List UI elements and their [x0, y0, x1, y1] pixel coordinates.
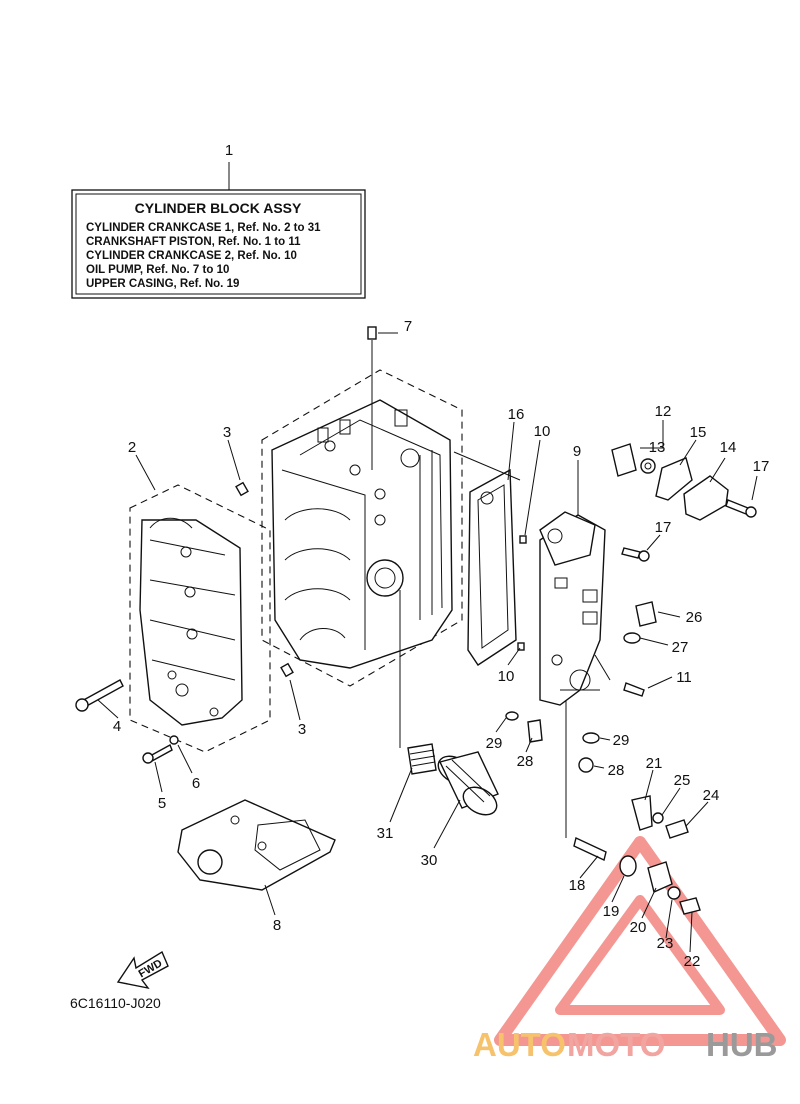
- callout-24: 24: [703, 787, 720, 804]
- box-line-5: UPPER CASING, Ref. No. 19: [86, 278, 239, 290]
- part-crankcase-left: [139, 517, 243, 726]
- callout-12: 12: [655, 403, 672, 420]
- callout-23: 23: [657, 935, 674, 952]
- callout-25: 25: [674, 772, 691, 789]
- callout-28-left: 28: [517, 753, 534, 770]
- callout-6: 6: [192, 775, 200, 792]
- watermark-logo: [494, 836, 786, 1046]
- callout-28-right: 28: [608, 762, 625, 779]
- callout-17-top: 17: [753, 458, 770, 475]
- box-line-1: CYLINDER CRANKCASE 1, Ref. No. 2 to 31: [86, 222, 321, 234]
- callout-27: 27: [672, 639, 689, 656]
- watermark-hub: HUB: [706, 1026, 778, 1063]
- callout-13: 13: [649, 439, 666, 456]
- box-title: CYLINDER BLOCK ASSY: [135, 200, 302, 216]
- part-oil-pan-8: [177, 799, 336, 891]
- leader-lines: [97, 332, 758, 953]
- callout-17-mid: 17: [655, 519, 672, 536]
- callout-16: 16: [508, 406, 525, 423]
- box-line-3: CYLINDER CRANKCASE 2, Ref. No. 10: [86, 250, 297, 262]
- callout-10-top: 10: [534, 423, 551, 440]
- callout-20: 20: [630, 919, 647, 936]
- part-gasket-16: [467, 468, 517, 666]
- callout-3-bottom: 3: [298, 721, 306, 738]
- callout-21: 21: [646, 755, 663, 772]
- callout-22: 22: [684, 953, 701, 970]
- part-cover-plate-9: [539, 511, 606, 706]
- callout-18: 18: [569, 877, 586, 894]
- watermark-auto: AUTO: [473, 1026, 566, 1063]
- callout-5: 5: [158, 795, 166, 812]
- callout-labels: 2 3 3 4 5 6 7 8 9 10 10 11 12 13 14 15 1…: [113, 318, 770, 970]
- assembly-info-box: 1 CYLINDER BLOCK ASSY CYLINDER CRANKCASE…: [71, 142, 366, 299]
- small-parts: [75, 326, 757, 915]
- part-oil-filter-30: [437, 751, 499, 816]
- callout-31: 31: [377, 825, 394, 842]
- watermark-moto: MOTO: [567, 1026, 665, 1063]
- callout-14: 14: [720, 439, 737, 456]
- callout-10-bottom: 10: [498, 668, 515, 685]
- callout-26: 26: [686, 609, 703, 626]
- fwd-label: FWD: [137, 957, 165, 980]
- callout-29-right: 29: [613, 732, 630, 749]
- fwd-arrow-icon: FWD: [116, 950, 169, 990]
- callout-7: 7: [404, 318, 412, 335]
- callout-30: 30: [421, 852, 438, 869]
- callout-19: 19: [603, 903, 620, 920]
- drawing-code: 6C16110-J020: [70, 995, 161, 1011]
- callout-3-top: 3: [223, 424, 231, 441]
- callout-29-left: 29: [486, 735, 503, 752]
- box-line-4: OIL PUMP, Ref. No. 7 to 10: [86, 264, 229, 276]
- callout-11: 11: [676, 669, 692, 686]
- part-cylinder-block: [271, 399, 453, 669]
- callout-8: 8: [273, 917, 281, 934]
- assembly-dashed-outlines: [129, 369, 463, 753]
- callout-4: 4: [113, 718, 121, 735]
- callout-15: 15: [690, 424, 707, 441]
- callout-9: 9: [573, 443, 581, 460]
- watermark-text: AUTO MOTO HUB: [473, 1026, 778, 1063]
- callout-1: 1: [225, 142, 233, 159]
- box-line-2: CRANKSHAFT PISTON, Ref. No. 1 to 11: [86, 236, 301, 248]
- callout-2: 2: [128, 439, 136, 456]
